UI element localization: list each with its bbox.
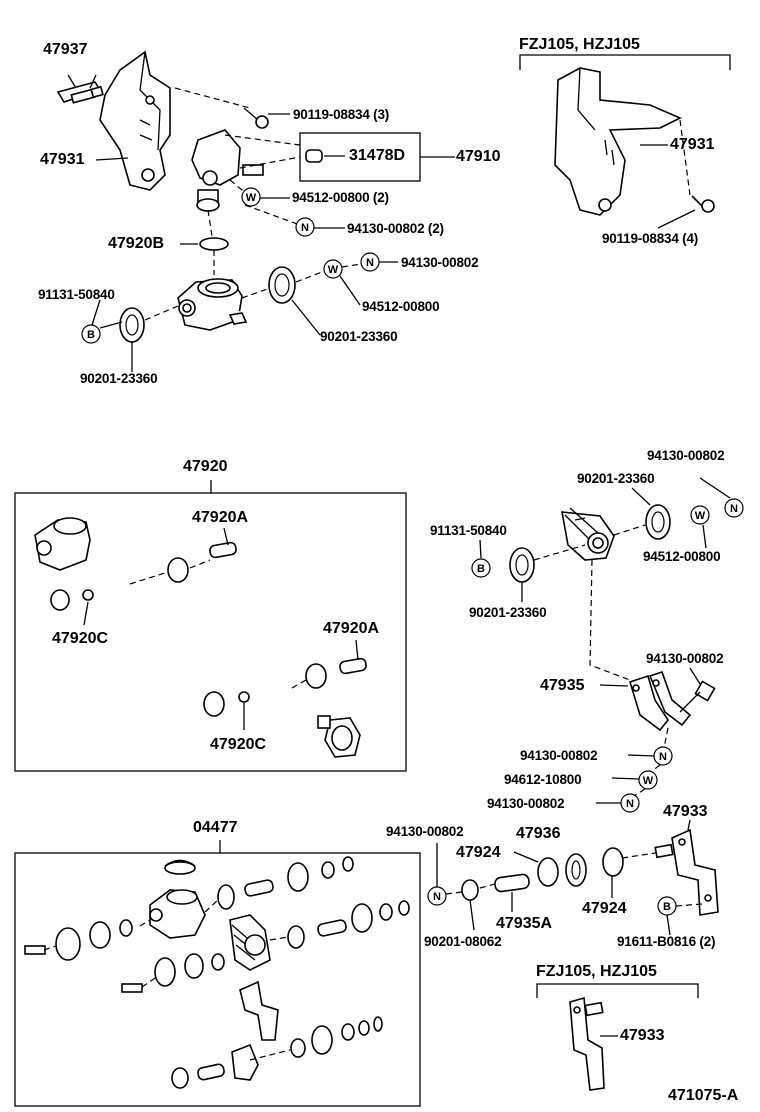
part-label-90201-left: 90201-23360 bbox=[80, 371, 158, 386]
part-label-94512-top: 94512-00800 bbox=[362, 299, 440, 314]
part-label-47931-left: 47931 bbox=[40, 151, 85, 168]
part-label-94512-right: 94512-00800 bbox=[643, 549, 721, 564]
variant-header-bottom: FZJ105, HZJ105 bbox=[536, 963, 657, 980]
part-label-94612: 94612-10800 bbox=[504, 772, 582, 787]
part-label-90201-top: 90201-23360 bbox=[320, 329, 398, 344]
part-label-90119-top: 90119-08834 (3) bbox=[293, 107, 390, 122]
part-label-91131-right: 91131-50840 bbox=[430, 523, 507, 538]
part-label-94130-top: 94130-00802 bbox=[401, 255, 479, 270]
part-label-94130-00802-2: 94130-00802 (2) bbox=[347, 221, 444, 236]
part-label-47924-2: 47924 bbox=[582, 900, 627, 917]
part-label-94512-00800-2: 94512-00800 (2) bbox=[292, 190, 389, 205]
part-label-47933: 47933 bbox=[663, 803, 708, 820]
lever-47935 bbox=[629, 670, 716, 732]
part-label-47931-right: 47931 bbox=[670, 136, 715, 153]
part-label-90201-right-top: 90201-23360 bbox=[577, 471, 655, 486]
kit-04477-parts bbox=[24, 856, 410, 1089]
part-label-91611: 91611-B0816 (2) bbox=[617, 934, 716, 949]
svg-text:W: W bbox=[643, 775, 654, 787]
part-label-47935: 47935 bbox=[540, 677, 585, 694]
cable-end-right bbox=[561, 507, 615, 561]
part-label-94130-low: 94130-00802 bbox=[386, 824, 464, 839]
svg-text:N: N bbox=[626, 798, 634, 810]
kit-label-47920: 47920 bbox=[183, 458, 228, 475]
svg-text:N: N bbox=[366, 257, 374, 269]
part-label-47920b: 47920B bbox=[108, 235, 165, 252]
bolt-90119-top bbox=[243, 107, 269, 129]
svg-text:N: N bbox=[730, 503, 738, 515]
part-label-94130-mid2: 94130-00802 bbox=[520, 748, 598, 763]
part-label-90119-right: 90119-08834 (4) bbox=[602, 231, 699, 246]
kit-label-04477: 04477 bbox=[193, 819, 238, 836]
svg-text:W: W bbox=[328, 264, 339, 276]
svg-text:B: B bbox=[477, 563, 485, 575]
part-label-47935a: 47935A bbox=[496, 915, 553, 932]
part-label-47933-variant: 47933 bbox=[620, 1027, 665, 1044]
bracket-47931-right bbox=[554, 67, 682, 216]
variant-header-top: FZJ105, HZJ105 bbox=[519, 36, 640, 53]
svg-text:N: N bbox=[433, 891, 441, 903]
part-label-47920a-2: 47920A bbox=[323, 620, 380, 637]
svg-text:N: N bbox=[659, 751, 667, 763]
part-label-90201-right-bottom: 90201-23360 bbox=[469, 605, 547, 620]
part-label-47920c-1: 47920C bbox=[52, 630, 109, 647]
part-label-94130-right-top: 94130-00802 bbox=[647, 448, 725, 463]
part-label-47924-1: 47924 bbox=[456, 844, 501, 861]
diagram-id: 471075-A bbox=[668, 1087, 739, 1104]
part-label-94130-mid3: 94130-00802 bbox=[487, 796, 565, 811]
bracket-47933 bbox=[671, 828, 719, 916]
part-label-47910: 47910 bbox=[456, 148, 501, 165]
part-label-47920a-1: 47920A bbox=[192, 509, 249, 526]
arm-47937 bbox=[56, 81, 104, 104]
part-label-91131-left: 91131-50840 bbox=[38, 287, 115, 302]
washer-callout: W bbox=[246, 192, 257, 204]
part-label-47936: 47936 bbox=[516, 825, 561, 842]
bracket-47933-variant bbox=[569, 996, 605, 1091]
part-label-31478d: 31478D bbox=[349, 147, 406, 164]
part-label-47920c-2: 47920C bbox=[210, 736, 267, 753]
svg-text:B: B bbox=[87, 329, 95, 341]
rod-47936 bbox=[565, 811, 622, 887]
bracket-47931-left bbox=[99, 50, 171, 191]
svg-text:W: W bbox=[695, 510, 706, 522]
part-label-47937: 47937 bbox=[43, 41, 88, 58]
cable-end-left bbox=[177, 278, 243, 331]
nut-callout: N bbox=[301, 222, 309, 234]
kit-47920-parts bbox=[34, 517, 367, 758]
part-label-94130-mid: 94130-00802 bbox=[646, 651, 724, 666]
part-label-90201-08062: 90201-08062 bbox=[424, 934, 502, 949]
svg-text:B: B bbox=[663, 901, 671, 913]
